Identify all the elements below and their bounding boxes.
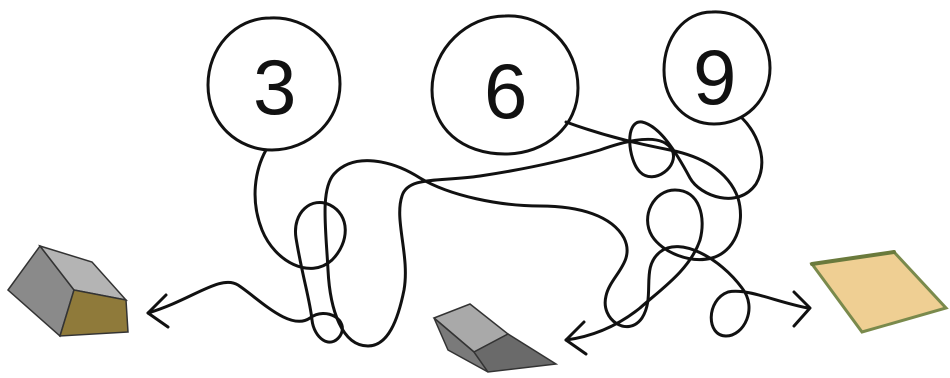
bubble-nine: 9 (664, 12, 770, 124)
flat-quadrilateral-object (812, 252, 946, 332)
bubble-nine-label: 9 (693, 33, 736, 121)
line-from-three (148, 150, 345, 342)
bubble-six: 6 (432, 16, 578, 154)
bubble-six-label: 6 (484, 47, 527, 135)
triangular-prism-object (8, 246, 128, 336)
line-from-nine (325, 118, 808, 346)
flat-quadrilateral-face (812, 252, 946, 332)
trapezoid-prism-object (434, 304, 556, 372)
bubble-three: 3 (208, 18, 340, 150)
bubble-three-label: 3 (253, 43, 296, 131)
arrowhead-right (794, 292, 810, 326)
